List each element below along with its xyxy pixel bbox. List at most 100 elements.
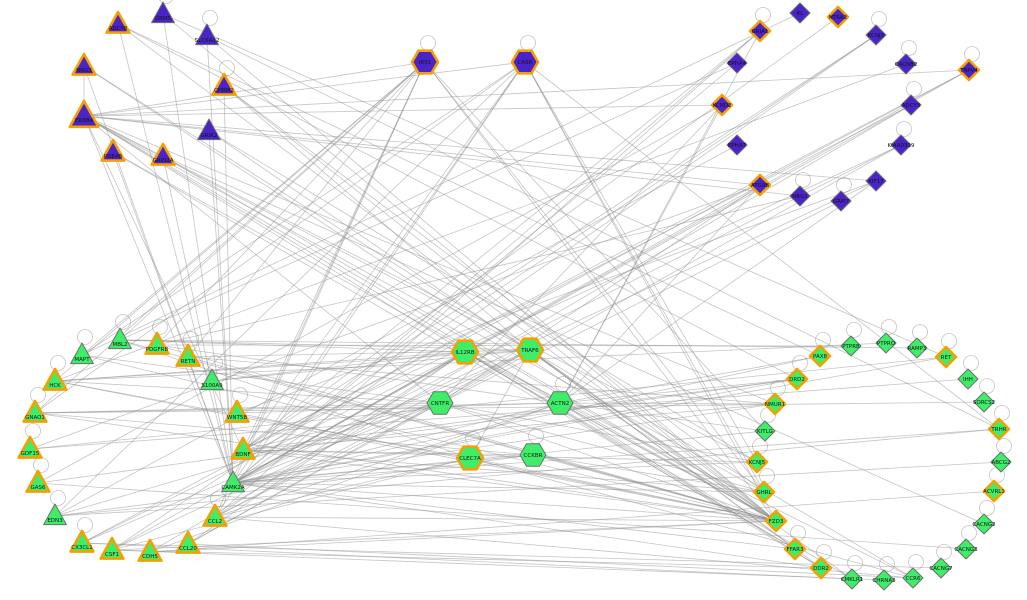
edge-layer (29, 12, 1002, 581)
node-EPHA4[interactable] (726, 52, 748, 74)
node-ACVRL1[interactable] (982, 479, 1006, 503)
node-CHRNA3[interactable] (873, 569, 895, 591)
node-CCKBR[interactable] (519, 443, 547, 467)
node-ADCY3[interactable] (900, 94, 922, 116)
edge-CAMK2A-KIAA0319 (232, 144, 902, 484)
node-CSF1[interactable] (99, 536, 125, 560)
node-CCL2[interactable] (202, 503, 228, 527)
node-RETN[interactable] (175, 343, 201, 367)
node-TRHR[interactable] (987, 417, 1011, 441)
node-ATG9B[interactable] (748, 173, 772, 197)
node-ABCG2[interactable] (990, 451, 1012, 473)
node-NTRK2[interactable] (826, 5, 850, 29)
edge-BDNF-CCKBR (242, 449, 534, 456)
node-DDR2[interactable] (809, 556, 833, 580)
node-GNAO1[interactable] (22, 399, 48, 423)
edge-TRAF6-CCR6 (529, 349, 914, 579)
self-loop-FFAR3 (790, 525, 806, 541)
self-loop-TRHR (994, 405, 1010, 421)
node-TRPV4[interactable] (957, 58, 981, 82)
node-KIF17[interactable] (865, 170, 887, 192)
node-ACTN2[interactable] (546, 391, 574, 415)
node-KCNJ5[interactable] (745, 450, 769, 474)
node-PTPRB[interactable] (840, 335, 862, 357)
edge-CNTFR-HCK (54, 380, 441, 404)
node-CDH5[interactable] (137, 538, 163, 562)
node-CAMK2A[interactable] (221, 470, 245, 493)
node-WNT5B[interactable] (224, 399, 250, 423)
node-PTPRO[interactable] (875, 332, 897, 354)
node-CCL20[interactable] (175, 530, 201, 554)
node-PAX8[interactable] (808, 344, 832, 368)
edge-ACTN2-DRD2 (559, 378, 798, 404)
edge-NRG1-PDGFRB (156, 195, 801, 346)
node-SLC6A12[interactable] (195, 23, 219, 46)
node-CNTFR[interactable] (426, 391, 454, 415)
self-loop-CACNG2 (979, 500, 995, 516)
node-S100A9[interactable] (200, 368, 224, 391)
node-SORCS2[interactable] (973, 391, 995, 413)
node-EDN3[interactable] (43, 503, 67, 526)
node-PDE4B[interactable] (100, 138, 126, 162)
node-HCK[interactable] (42, 367, 68, 391)
node-CHRM2[interactable] (211, 72, 237, 96)
edge-ERBB4-GHRL (83, 115, 765, 493)
node-KITLG[interactable] (754, 420, 776, 442)
node-GRIA1[interactable] (748, 19, 772, 43)
edge-IL12RB-FFAR3 (464, 351, 796, 550)
node-NRG1[interactable] (789, 185, 811, 207)
edge-GNAO1-SORCS2 (34, 401, 985, 414)
edge-CLEC7A-CCL2 (214, 457, 471, 518)
node-IL12RB[interactable] (450, 339, 480, 365)
node-CCR6[interactable] (902, 567, 924, 589)
node-GRM5[interactable] (151, 1, 175, 24)
edge-BDNF-NTRK2 (242, 16, 839, 451)
node-CMKLR1[interactable] (841, 568, 863, 590)
node-CASR[interactable] (510, 49, 540, 75)
node-CX3CL1[interactable] (69, 529, 95, 553)
node-KIAA0319[interactable] (890, 134, 912, 156)
node-RAMP3[interactable] (906, 337, 928, 359)
node-NRG3[interactable] (71, 52, 97, 76)
node-GRIN2A[interactable] (150, 142, 176, 166)
node-KCNJ3[interactable] (865, 24, 887, 46)
edge-CAMK2A-FFAR3 (232, 482, 796, 550)
node-FZD3[interactable] (764, 509, 788, 533)
node-EPHA7[interactable] (726, 134, 748, 156)
node-ERBB4[interactable] (68, 99, 100, 129)
node-ADCY8[interactable] (105, 10, 131, 34)
edge-GAS6-DRD2 (37, 378, 798, 484)
edge-EPHA4-MBL2 (119, 62, 738, 341)
node-NMUR1[interactable] (763, 392, 787, 416)
edge-IL12RB-MBL2 (119, 339, 466, 353)
node-CACNG3[interactable] (955, 538, 977, 560)
node-DRD2[interactable] (785, 367, 809, 391)
node-GHRL[interactable] (752, 480, 776, 504)
node-CACNB2[interactable] (895, 53, 917, 75)
edge-ERBB4-BDNF (83, 115, 244, 451)
node-KCND2[interactable] (710, 93, 734, 117)
self-loop-KCNJ3 (871, 11, 887, 27)
node-IRS1[interactable] (410, 49, 440, 75)
node-GAS6[interactable] (25, 469, 51, 493)
node-CACNG2[interactable] (973, 513, 995, 535)
node-BDNF[interactable] (230, 436, 256, 460)
node-FFAR3[interactable] (783, 537, 807, 561)
node-KL[interactable] (789, 2, 811, 24)
node-CLEC7A[interactable] (455, 445, 485, 471)
node-PDGFRB[interactable] (144, 331, 170, 355)
node-GRIK2[interactable] (197, 118, 221, 141)
node-MBL2[interactable] (108, 327, 132, 350)
node-CACNG7[interactable] (930, 557, 952, 579)
edge-GRM5-RET (162, 13, 947, 358)
edge-GDF15-IHH (29, 378, 969, 450)
edge-ACTN2-DDR2 (559, 402, 822, 569)
node-GRM7[interactable] (830, 190, 852, 212)
node-RET[interactable] (934, 345, 958, 369)
node-IHH[interactable] (957, 368, 979, 390)
node-GDF15[interactable] (17, 435, 43, 459)
node-MAPT[interactable] (70, 342, 94, 365)
node-TRAF6[interactable] (515, 337, 545, 363)
